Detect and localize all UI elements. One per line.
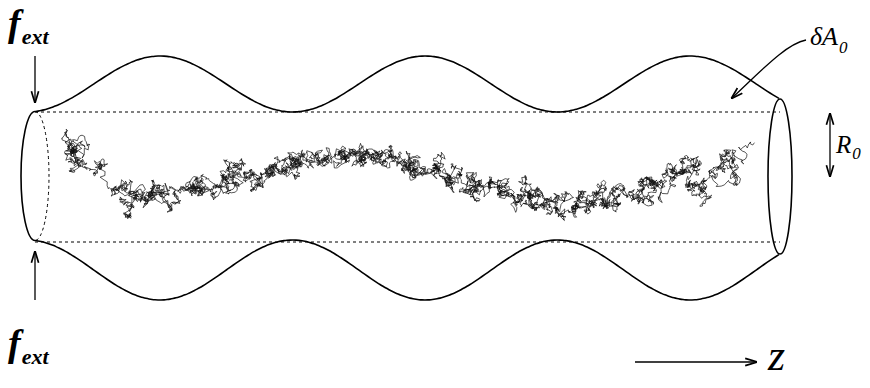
tube-wall	[35, 56, 779, 112]
radius-arrow	[829, 114, 830, 176]
force-symbol: f	[8, 324, 21, 362]
force-arrow	[34, 56, 35, 102]
force-subscript: ext	[22, 346, 49, 368]
axis-label: z	[768, 334, 785, 378]
reference-cylinder	[35, 112, 780, 113]
force-subscript: ext	[22, 26, 49, 48]
leader-line	[732, 40, 806, 98]
tube-end	[768, 99, 792, 254]
radius-symbol: R	[836, 132, 851, 157]
polymer-path	[62, 129, 754, 220]
tube-wall	[35, 240, 779, 300]
reference-cylinder	[35, 242, 780, 243]
force-arrow	[34, 252, 35, 300]
tube-end	[21, 112, 35, 241]
radius-subscript: 0	[852, 145, 861, 162]
tube-outline	[21, 56, 792, 300]
area-subscript: 0	[839, 39, 848, 56]
polymer-chain	[62, 129, 754, 220]
axis-arrow	[635, 361, 756, 362]
tube-end	[35, 112, 49, 241]
area-symbol: δA	[810, 24, 838, 50]
force-symbol: f	[8, 4, 21, 42]
